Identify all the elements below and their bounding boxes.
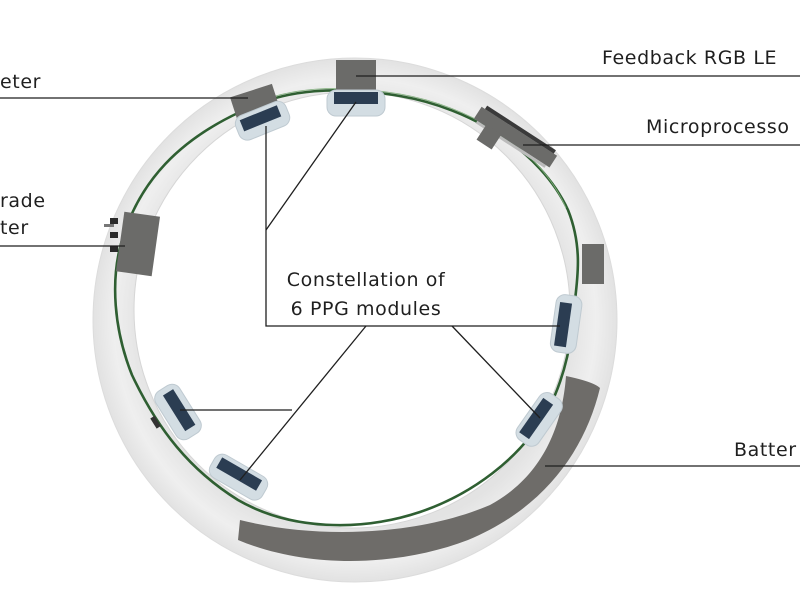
- label-accelerometer: eter: [0, 71, 41, 93]
- upgrade-module: [104, 211, 161, 277]
- microprocessor-side-pad: [476, 124, 502, 150]
- label-microprocessor: Microprocesso: [646, 116, 790, 138]
- battery: [238, 376, 600, 562]
- label-upgrade-line2: ter: [0, 217, 29, 239]
- ppg-module-top-left: [234, 100, 291, 141]
- ppg-module-left: [154, 383, 202, 441]
- leader-ppg-bracket: [265, 126, 560, 327]
- ppg-module-right-upper: [549, 294, 583, 354]
- flex-pcb-highlight: [239, 87, 567, 209]
- label-ppg-line1: Constellation of: [287, 269, 446, 291]
- ring-body: [92, 58, 617, 582]
- ppg-module-right-lower: [515, 392, 563, 447]
- ppg-left-connector: [150, 415, 161, 429]
- leader-ppg-top: [265, 101, 357, 231]
- label-feedback-led: Feedback RGB LE: [602, 47, 777, 69]
- right-side-component: [582, 244, 604, 284]
- leader-ppg-bottom: [239, 325, 367, 481]
- label-ppg-line2: 6 PPG modules: [291, 298, 442, 320]
- label-battery: Batter: [734, 439, 797, 461]
- ppg-module-bottom-left: [208, 453, 269, 501]
- leader-ppg-right-lower: [451, 325, 541, 419]
- ring-outer-edge: [92, 57, 618, 583]
- label-upgrade-line1: rade: [0, 190, 46, 212]
